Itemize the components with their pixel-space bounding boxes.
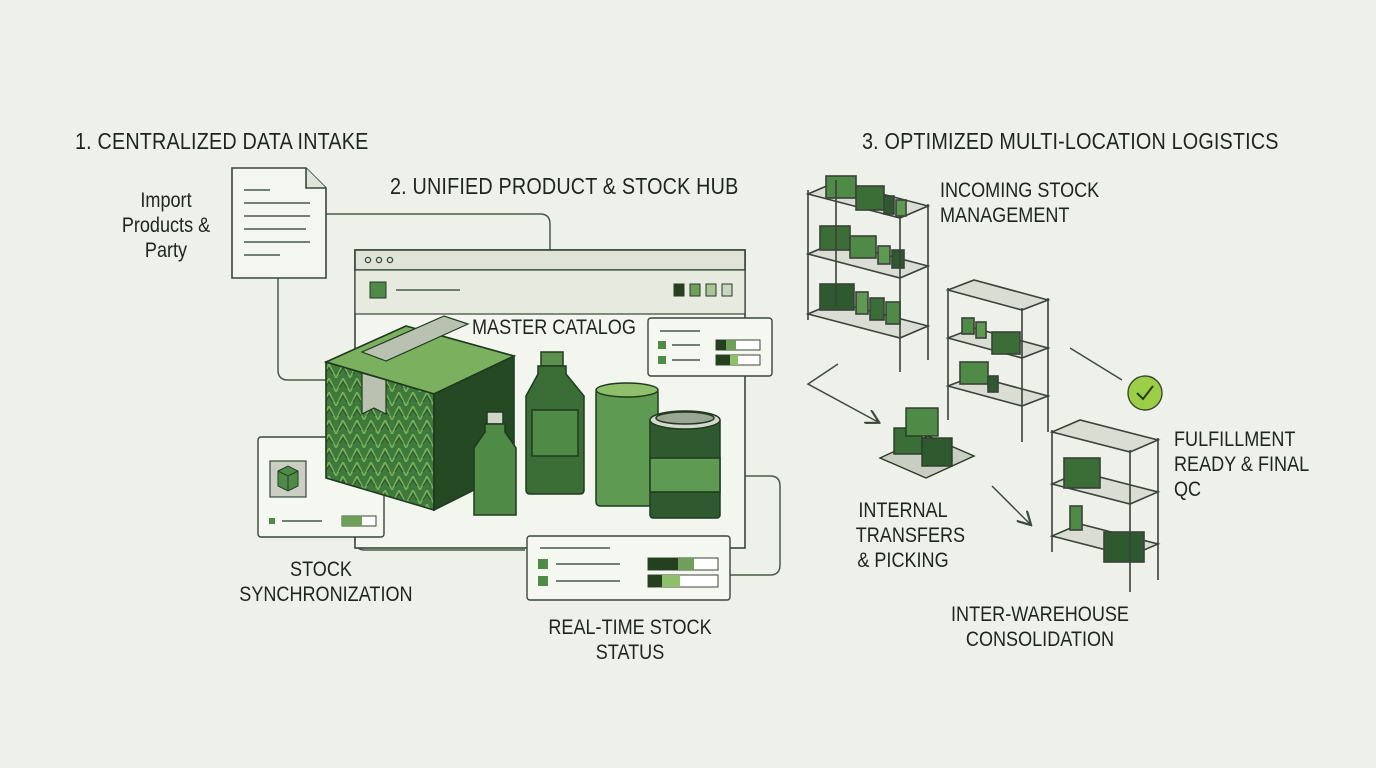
shelf-incoming [805,175,931,372]
hub-heading: 2. UNIFIED PRODUCT & STOCK HUB [390,173,739,199]
product-containers [473,351,721,519]
check-icon [1127,375,1163,411]
flow-arrows [806,347,1123,524]
document-icon [231,167,327,279]
master-catalog-label: MASTER CATALOG [472,316,636,339]
intake-heading: 1. CENTRALIZED DATA INTAKE [75,128,369,154]
catalog-card [647,317,773,377]
realtime-card [526,535,731,601]
shelf-fulfillment [1049,419,1161,592]
logistics-heading: 3. OPTIMIZED MULTI-LOCATION LOGISTICS [862,128,1279,154]
shelf-middle [945,279,1051,442]
picking-boxes [878,407,976,479]
